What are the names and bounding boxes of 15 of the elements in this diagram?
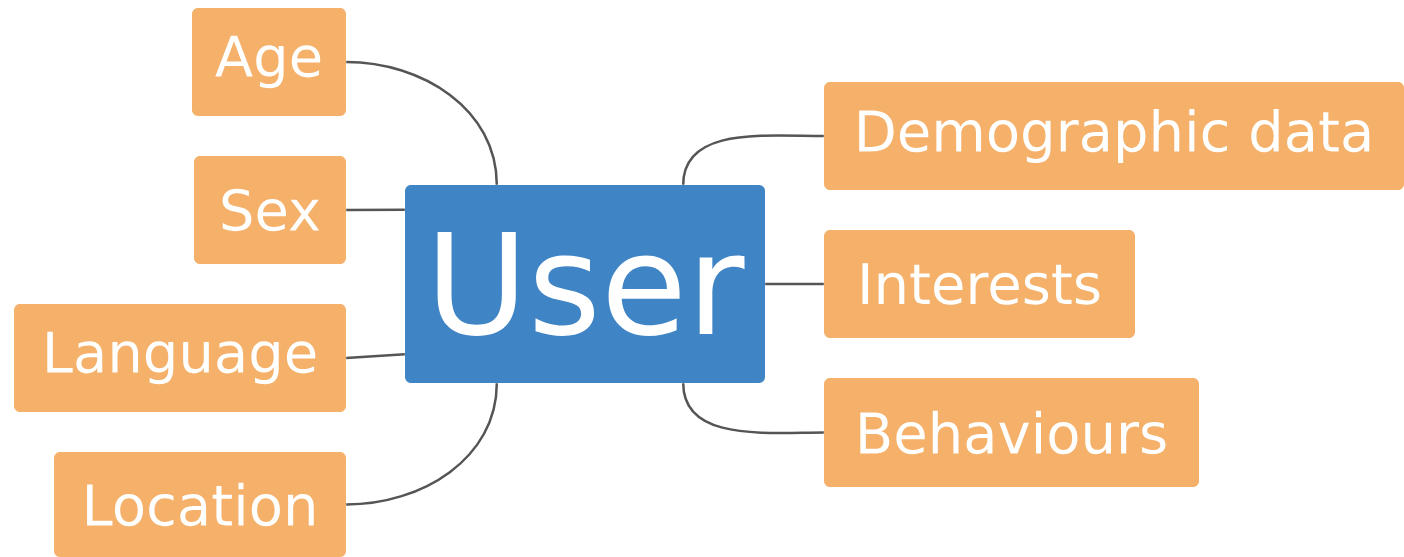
subtopic-box: Demographic data [824,82,1404,190]
connector-line [346,60,499,185]
connector-line [681,383,824,435]
connector-line [346,208,405,212]
subtopic-box: Interests [824,230,1135,338]
subtopic-box: Age [192,8,346,116]
connector-line [346,352,405,360]
subtopic-box: Sex [194,156,346,264]
connector-line [681,134,824,185]
subtopic-box: Behaviours [824,378,1199,487]
subtopic-box: Location [54,452,346,557]
connector-line [765,282,824,286]
connector-line [346,383,499,506]
subtopic-box: Language [14,304,346,412]
central-topic-box: User [405,185,765,383]
